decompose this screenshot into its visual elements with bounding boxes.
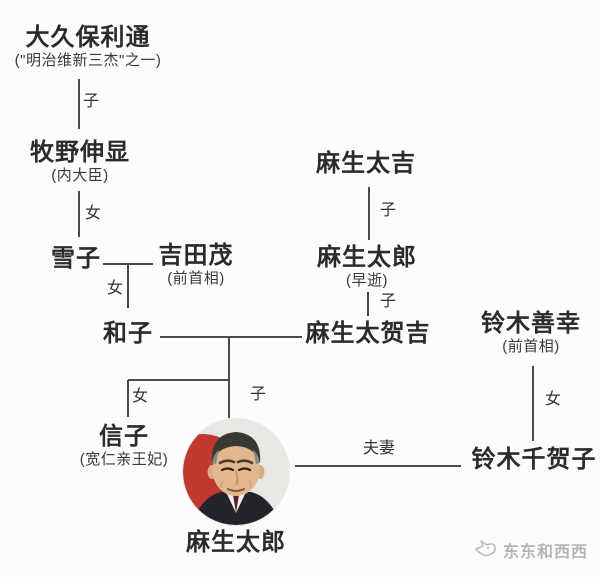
person-makino-nobuaki: 牧野伸显 (内大臣) [30,140,130,185]
person-nobuko: 信子 (宽仁亲王妃) [80,424,169,469]
connector-taro-sr-takakichi [367,292,369,316]
person-aso-takakichi: 麻生太贺吉 [306,321,431,346]
person-okubo-toshimichi: 大久保利通 ("明治维新三杰"之一) [15,25,162,70]
person-suzuki-zenko: 铃木善幸 (前首相) [481,311,581,356]
connector-children-branch [128,379,229,381]
aso-taro-portrait-photo [183,419,289,525]
person-subtitle: (早逝) [346,272,388,290]
person-name: 麻生太贺吉 [305,320,431,347]
person-subtitle: (前首相) [167,270,225,288]
person-name: 和子 [103,320,153,347]
person-aso-taro-senior: 麻生太郎 (早逝) [317,245,417,290]
person-kazuko: 和子 [103,321,153,346]
relation-label-daughter: 女 [107,280,124,297]
person-subtitle: (前首相) [502,338,560,356]
person-subtitle: ("明治维新三杰"之一) [14,52,162,70]
person-name: 麻生太郎 [317,244,417,271]
connector-makino-yukiko [78,191,80,237]
person-name: 麻生太郎 [186,529,286,556]
person-name: 麻生太吉 [316,150,416,177]
person-name: 吉田茂 [158,242,234,269]
relation-label-daughter: 女 [545,391,562,408]
relation-label-spouses: 夫妻 [363,440,396,457]
person-name: 牧野伸显 [30,139,130,166]
person-yukiko: 雪子 [51,246,101,271]
connector-takichi-taro-sr [368,187,370,240]
aso-taro-portrait-drawing [183,419,289,525]
relation-label-son: 子 [83,93,100,110]
person-name: 铃木善幸 [481,310,581,337]
watermark: 东东和西西 [474,538,588,562]
person-yoshida-shigeru: 吉田茂 (前首相) [159,243,234,288]
bird-logo-icon [475,540,496,557]
connector-zenko-chikako [532,366,534,441]
relation-label-daughter: 女 [132,388,149,405]
relation-label-son: 子 [250,386,267,403]
person-name: 雪子 [51,245,101,272]
watermark-label: 东东和西西 [503,544,589,561]
person-subtitle: (宽仁亲王妃) [79,451,169,469]
connector-kazuko-takakichi-marriage [160,336,302,338]
person-name: 大久保利通 [25,24,151,51]
person-subtitle: (内大臣) [51,167,109,185]
relation-label-son: 子 [380,293,397,310]
connector-yoshida-kazuko [127,264,129,308]
relation-label-daughter: 女 [85,205,102,222]
relation-label-son: 子 [380,202,397,219]
connector-takakichi-taro [228,337,230,418]
person-name: 铃木千贺子 [471,446,597,473]
person-aso-takichi: 麻生太吉 [316,151,416,176]
connector-branch-nobuko [127,380,129,417]
connector-taro-chikako-marriage [295,465,461,467]
connector-okubo-makino [78,79,80,129]
person-suzuki-chikako: 铃木千贺子 [472,447,597,472]
person-name: 信子 [99,423,149,450]
person-aso-taro: 麻生太郎 [186,530,286,555]
